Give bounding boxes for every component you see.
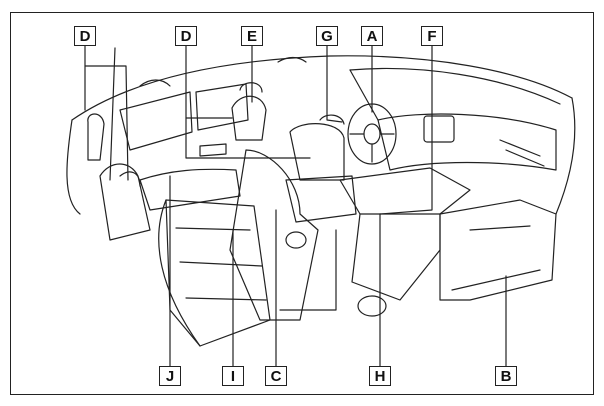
callout-h: H bbox=[369, 366, 391, 386]
callout-a: A bbox=[361, 26, 383, 46]
callout-d-left: D bbox=[74, 26, 96, 46]
callout-d-center: D bbox=[175, 26, 197, 46]
callout-j: J bbox=[159, 366, 181, 386]
callout-e: E bbox=[241, 26, 263, 46]
callout-i: I bbox=[222, 366, 244, 386]
callout-c: C bbox=[265, 366, 287, 386]
callout-f: F bbox=[421, 26, 443, 46]
callout-g: G bbox=[316, 26, 338, 46]
callout-b: B bbox=[495, 366, 517, 386]
